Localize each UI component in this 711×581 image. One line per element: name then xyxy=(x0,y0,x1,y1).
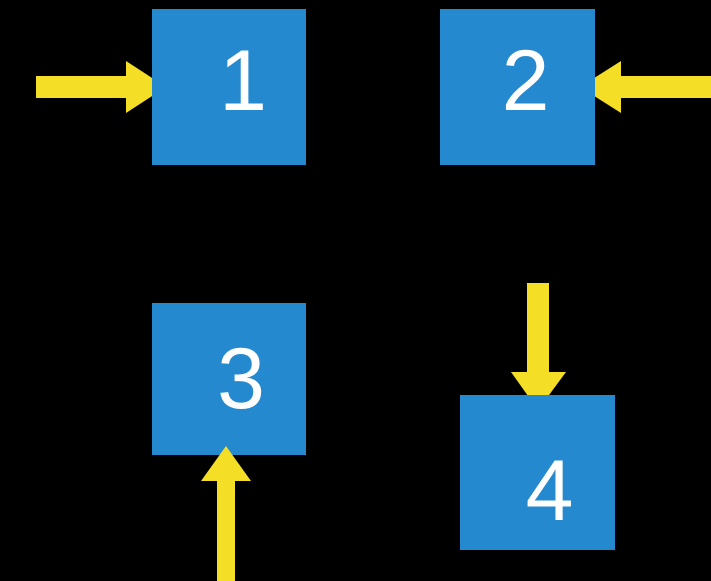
diagram-node-3[interactable]: 3 xyxy=(152,303,306,455)
diagram-node-2-label: 2 xyxy=(501,33,550,129)
diagram-node-1-label: 1 xyxy=(219,33,267,129)
diagram-node-4-label: 4 xyxy=(525,442,574,539)
diagram-node-1[interactable]: 1 xyxy=(152,9,306,165)
diagram-node-2[interactable]: 2 xyxy=(440,9,595,165)
diagram-node-3-label: 3 xyxy=(217,331,265,427)
arrow-down-icon xyxy=(511,283,566,410)
arrow-up-icon xyxy=(201,446,251,581)
diagram-node-4[interactable]: 4 xyxy=(460,395,615,550)
arrow-left-icon xyxy=(580,61,711,113)
arrow-right-icon xyxy=(36,61,166,113)
